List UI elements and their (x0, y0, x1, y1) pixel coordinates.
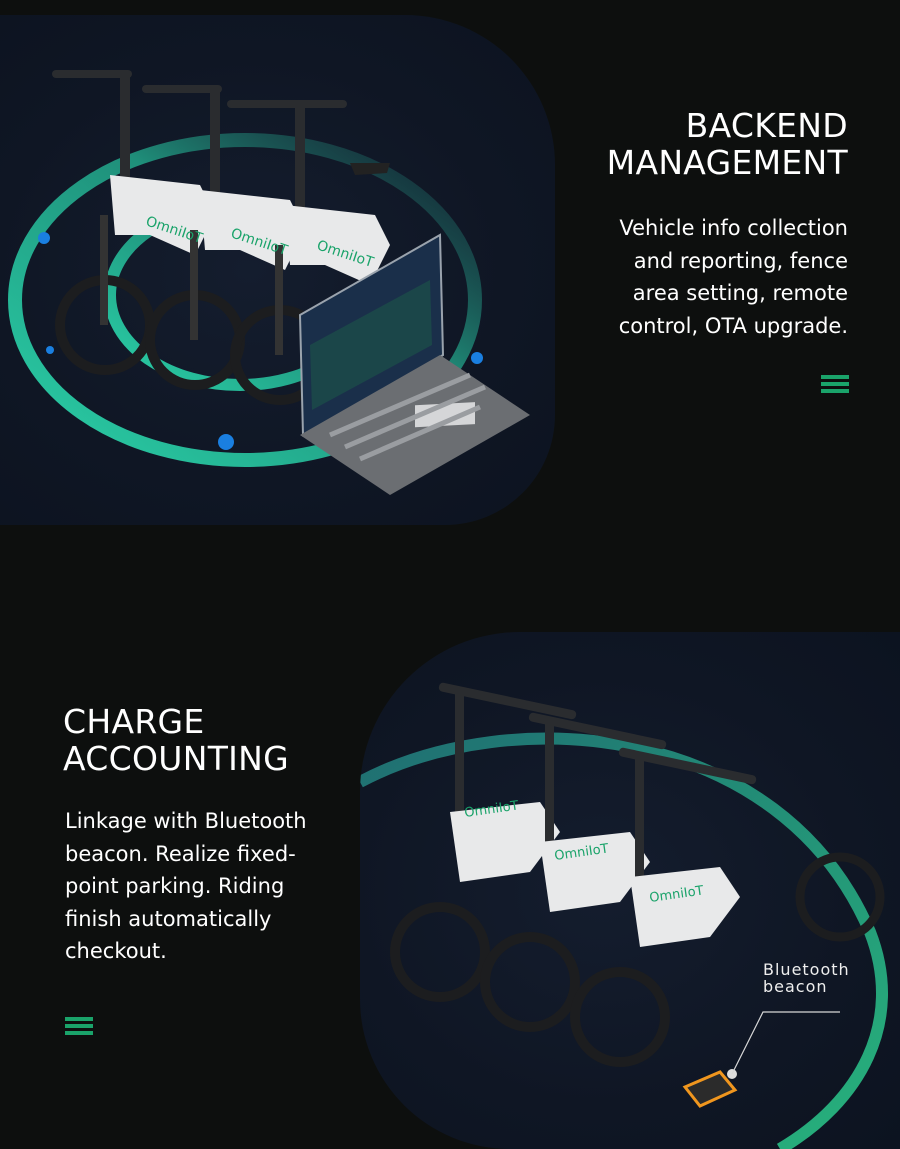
bluetooth-beacon-icon (682, 1011, 840, 1108)
heading-line: BACKEND (685, 106, 848, 145)
description-line: finish automatically (65, 906, 272, 931)
bluetooth-beacon-callout: Bluetooth beacon (763, 961, 850, 995)
heading-line: MANAGEMENT (606, 143, 848, 182)
charge-illustration-panel: OmniIoT OmniIoT OmniIoT (360, 632, 900, 1149)
dot-icon (38, 232, 50, 244)
hamburger-menu-icon[interactable] (65, 1017, 93, 1035)
description-line: checkout. (65, 939, 167, 963)
section-description: Vehicle info collection and reporting, f… (588, 212, 848, 342)
section-heading: BACKEND MANAGEMENT (607, 107, 848, 181)
description-line: beacon. Realize fixed- (65, 841, 296, 866)
description-line: area setting, remote (632, 281, 848, 305)
section-heading: CHARGE ACCOUNTING (63, 703, 289, 777)
callout-line: Bluetooth (763, 960, 850, 979)
description-line: Vehicle info collection (619, 216, 848, 240)
bikes-beacon-illustration: OmniIoT OmniIoT OmniIoT (360, 682, 888, 1149)
hamburger-menu-icon[interactable] (821, 375, 849, 393)
heading-line: ACCOUNTING (63, 739, 290, 778)
callout-line: beacon (763, 977, 828, 996)
laptop-icon (298, 233, 530, 495)
description-line: and reporting, fence (633, 248, 848, 273)
heading-line: CHARGE (63, 702, 205, 741)
description-line: point parking. Riding (65, 874, 285, 898)
description-line: Linkage with Bluetooth (65, 809, 307, 833)
section-description: Linkage with Bluetooth beacon. Realize f… (65, 805, 325, 968)
backend-illustration-panel: OmniIoT OmniIoT OmniIoT (0, 15, 555, 525)
bike-icon: OmniIoT OmniIoT OmniIoT (390, 682, 885, 1067)
bikes-laptop-illustration: OmniIoT OmniIoT OmniIoT (8, 70, 530, 495)
description-line: control, OTA upgrade. (618, 313, 848, 338)
